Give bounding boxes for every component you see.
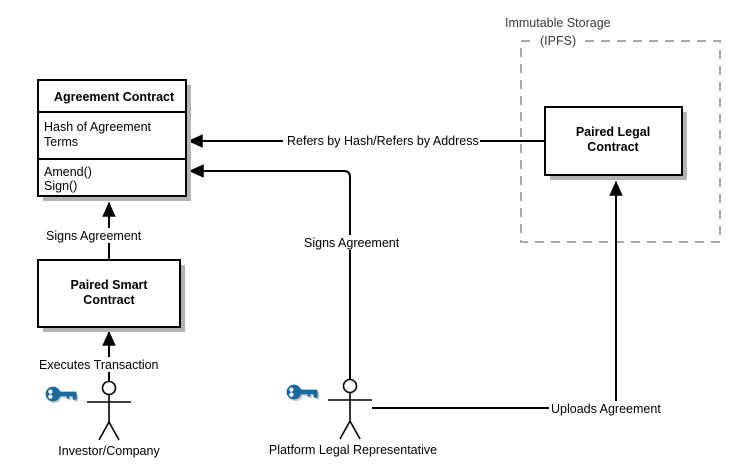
- agreement-contract-box: [37, 79, 187, 197]
- edge-signs-smart-label: Signs Agreement: [46, 229, 142, 243]
- agreement-contract-title: Agreement Contract: [54, 90, 175, 104]
- actor-investor-company-label: Investor/Company: [58, 444, 160, 458]
- paired-legal-contract-title-line1: Paired Legal: [576, 125, 650, 139]
- actor-investor-leg-right: [108, 421, 120, 441]
- actor-platform-legal-representative-label: Platform Legal Representative: [269, 443, 437, 457]
- actor-investor-leg-left: [98, 421, 110, 441]
- paired-smart-contract-title-line1: Paired Smart: [70, 278, 148, 292]
- edge-executes-label-mask: [38, 357, 152, 372]
- edge-signs-legal-rep-path: [188, 164, 351, 380]
- edge-uploads-label: Uploads Agreement: [551, 402, 661, 416]
- immutable-storage-frame: Immutable Storage (IPFS): [505, 16, 721, 243]
- edge-uploads-path: [372, 180, 623, 409]
- edge-executes-transaction: Executes Transaction: [38, 330, 159, 383]
- actor-investor-company[interactable]: Investor/Company: [45, 380, 161, 459]
- edge-signs-legal-rep-label: Signs Agreement: [304, 236, 400, 250]
- agreement-contract-attribute-1: Hash of Agreement: [44, 120, 152, 134]
- agreement-contract-attribute-2: Terms: [44, 135, 78, 149]
- agreement-contract-operation-2: Sign(): [44, 179, 77, 193]
- edge-signs-smart-label-mask: [45, 228, 140, 243]
- ipfs-frame-label-line2: (IPFS): [540, 34, 576, 48]
- ipfs-frame-label-mask: [536, 33, 580, 49]
- paired-legal-contract-box: [544, 106, 683, 176]
- actor-platform-leg-left: [339, 420, 351, 440]
- paired-smart-contract-title-line2: Contract: [83, 293, 135, 307]
- actor-investor-head: [101, 380, 117, 396]
- edge-executes-label: Executes Transaction: [39, 358, 159, 372]
- edge-uploads-label-mask: [549, 401, 661, 416]
- edge-signs-legal-rep-label-mask: [303, 235, 398, 250]
- agreement-contract-class[interactable]: Agreement Contract Hash of Agreement Ter…: [37, 79, 191, 201]
- edge-signs-agreement-smart: Signs Agreement: [45, 201, 142, 259]
- paired-smart-contract-class[interactable]: Paired Smart Contract: [37, 259, 185, 332]
- edge-signs-agreement-legal-rep: Signs Agreement: [188, 164, 400, 380]
- paired-legal-contract-title-line2: Contract: [587, 140, 639, 154]
- ipfs-frame-label-line1: Immutable Storage: [505, 16, 611, 30]
- key-icon: [286, 384, 320, 401]
- actor-platform-legal-representative[interactable]: Platform Legal Representative: [269, 378, 437, 458]
- key-icon: [45, 386, 79, 403]
- actor-platform-leg-right: [349, 420, 361, 440]
- ipfs-frame-border: [520, 40, 721, 243]
- edge-uploads-agreement: Uploads Agreement: [372, 180, 661, 416]
- paired-smart-contract-box: [37, 259, 181, 328]
- paired-legal-contract-class[interactable]: Paired Legal Contract: [544, 106, 687, 180]
- edge-refers-by-hash-address: Refers by Hash/Refers by Address: [187, 134, 621, 148]
- edge-refers-label: Refers by Hash/Refers by Address: [287, 134, 479, 148]
- actor-platform-head: [342, 378, 358, 394]
- agreement-contract-operation-1: Amend(): [44, 165, 92, 179]
